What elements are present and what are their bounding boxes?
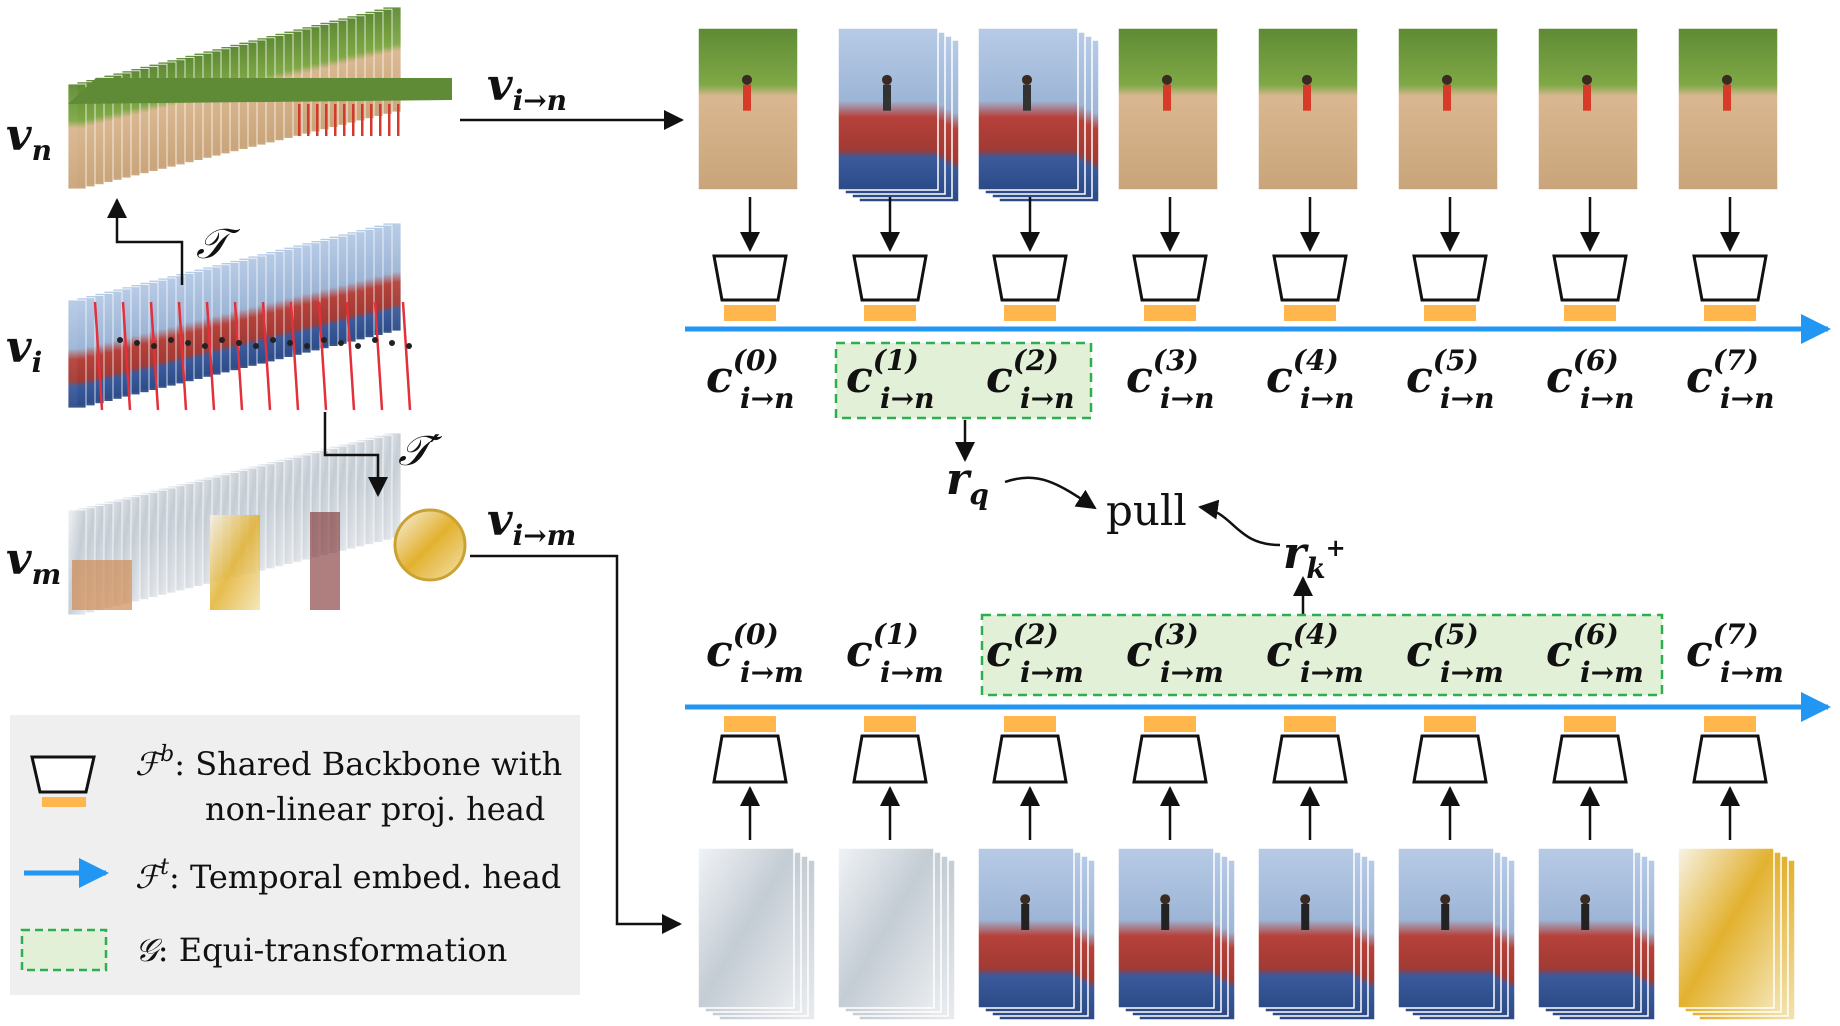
top-proj-head [864,305,916,321]
label-Tprime: 𝒯′ [398,426,443,475]
clip-label: c(7)i→n [1686,344,1774,415]
label-vim: vi→m [487,495,576,552]
clip-label: c(0)i→m [706,618,804,689]
bottom-clip-labels: c(0)i→m c(1)i→m c(2)i→m c(3)i→m c(4)i→m c(5)i… [706,618,1784,689]
video-strip-vm [67,432,467,616]
clip-label: c(2)i→n [986,344,1074,415]
clip-label: c(2)i→m [986,618,1084,689]
clip-label: c(3)i→m [1126,618,1224,689]
legend: ℱb: Shared Backbone with non-linear proj… [10,715,580,995]
top-proj-head [1424,305,1476,321]
legend-equi-text: 𝒢: Equi-transformation [135,931,507,969]
top-proj-head [1704,305,1756,321]
clip-label: c(3)i→n [1126,344,1214,415]
clip-label: c(5)i→m [1406,618,1504,689]
clip-label: c(4)i→n [1266,344,1354,415]
legend-equi-icon [20,928,108,972]
label-rk: rk+ [1283,528,1346,585]
clip-label: c(7)i→m [1686,618,1784,689]
top-backbone [992,254,1068,302]
top-proj-head [1564,305,1616,321]
top-backbone [1272,254,1348,302]
top-proj-head [724,305,776,321]
arrow-rq-pull [1004,476,1097,510]
top-clip-labels: c(0)i→n c(1)i→n c(2)i→n c(3)i→n c(4)i→n c(5)i… [706,344,1774,415]
bottom-clip-thumbnail [837,847,956,1021]
top-proj-head [1004,305,1056,321]
video-strip-vn [67,6,452,190]
equi-group-top [834,341,1093,420]
legend-backbone-text-2: non-linear proj. head [205,790,545,828]
bottom-clip-thumbnail [1117,847,1236,1021]
bottom-proj-head [1144,716,1196,732]
arrow-T [107,198,184,285]
bottom-clip-thumbnail [1397,847,1516,1021]
bottom-backbone [852,734,928,784]
legend-backbone-icon [30,755,96,794]
bottom-proj-head [864,716,916,732]
clip-label: c(4)i→m [1266,618,1364,689]
clip-label: c(0)i→n [706,344,794,415]
arrow-vim [470,554,682,934]
top-backbone [852,254,928,302]
equi-group-bottom [980,613,1664,697]
bottom-proj-head [1424,716,1476,732]
label-rq: rq [946,454,989,511]
bottom-clip-thumbnail [1537,847,1656,1021]
bottom-proj-head [1004,716,1056,732]
bottom-backbone [1272,734,1348,784]
top-backbone [1412,254,1488,302]
clip-label: c(1)i→n [846,344,934,415]
legend-temporal-text: ℱt: Temporal embed. head [135,855,561,896]
label-pull: pull [1106,486,1187,535]
clip-label: c(6)i→m [1546,618,1644,689]
top-clip-row [697,27,1779,321]
top-proj-head [1284,305,1336,321]
bottom-clip-thumbnail [1677,847,1796,1021]
legend-backbone-text: ℱb: Shared Backbone with [135,742,562,783]
bottom-backbone [992,734,1068,784]
bottom-backbone [1412,734,1488,784]
bottom-backbone [1552,734,1628,784]
bottom-clip-thumbnail [697,847,816,1021]
video-strip-vi [67,222,412,411]
clip-label: c(5)i→n [1406,344,1494,415]
top-clip-thumbnail [697,27,799,191]
top-proj-head [1144,305,1196,321]
top-backbone [1692,254,1768,302]
top-clip-thumbnail [1257,27,1359,191]
legend-backbone-head [42,797,86,807]
label-vin: vi→n [487,60,567,117]
bottom-proj-head [1704,716,1756,732]
bottom-backbone [1132,734,1208,784]
arrow-rk-pull [1198,499,1281,547]
bottom-proj-head [1564,716,1616,732]
bottom-backbone [1692,734,1768,784]
top-clip-thumbnail [1117,27,1219,191]
bottom-clip-thumbnail [977,847,1096,1021]
label-vm: vm [6,534,61,591]
top-backbone [712,254,788,302]
top-clip-thumbnail [1677,27,1779,191]
top-backbone [1552,254,1628,302]
bottom-proj-head [1284,716,1336,732]
top-clip-thumbnail [1397,27,1499,191]
bottom-proj-head [724,716,776,732]
label-vn: vn [6,110,52,167]
bottom-clip-thumbnail [1257,847,1376,1021]
top-backbone [1132,254,1208,302]
clip-label: c(1)i→m [846,618,944,689]
bottom-backbone [712,734,788,784]
label-vi: vi [6,322,42,379]
bottom-clip-row [697,716,1796,1021]
clip-label: c(6)i→n [1546,344,1634,415]
top-clip-thumbnail [1537,27,1639,191]
top-clip-thumbnail [837,27,960,203]
arrow-Tprime [323,412,388,497]
top-clip-thumbnail [977,27,1100,203]
